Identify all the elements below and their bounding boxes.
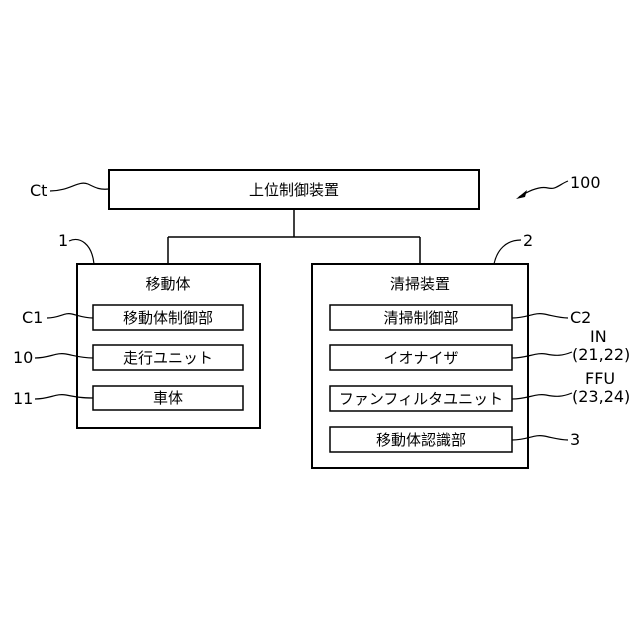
host-ref-label: Ct — [30, 181, 47, 200]
host-leader-line — [50, 183, 109, 191]
cleaning-controller-ref: C2 — [570, 308, 591, 327]
moving-body-recognition-unit: 移動体認識部 3 — [330, 427, 580, 452]
system-ref-label: 100 — [570, 173, 601, 192]
cleaning-device-ref-label: 2 — [523, 231, 533, 250]
moving-body-title: 移動体 — [145, 275, 190, 293]
host-controller: 上位制御装置 Ct — [30, 170, 479, 209]
moving-body-controller-label: 移動体制御部 — [123, 309, 213, 327]
host-controller-label: 上位制御装置 — [249, 181, 339, 199]
travel-unit-ref: 10 — [13, 348, 33, 367]
fan-filter-unit-label: ファンフィルタユニット — [339, 390, 503, 408]
fan-filter-unit-ref: FFU — [585, 369, 615, 388]
moving-body-controller-ref: C1 — [22, 308, 43, 327]
vehicle-body-ref: 11 — [13, 389, 33, 408]
moving-body-recognition-ref: 3 — [570, 430, 580, 449]
fan-filter-unit-ref-numbers: (23,24) — [572, 387, 630, 406]
cleaning-device-title: 清掃装置 — [390, 275, 450, 293]
moving-body-ref-label: 1 — [58, 231, 68, 250]
vehicle-body-label: 車体 — [153, 389, 183, 407]
ionizer-ref-numbers: (21,22) — [572, 345, 630, 364]
cleaning-device: 清掃装置 2 清掃制御部 C2 イオナイザ IN (21,22) ファンフィルタ… — [312, 231, 630, 468]
cleaning-controller-label: 清掃制御部 — [383, 309, 458, 327]
system-reference: 100 — [516, 173, 601, 199]
travel-unit: 走行ユニット 10 — [13, 345, 243, 370]
travel-unit-label: 走行ユニット — [123, 349, 213, 367]
moving-body-controller: 移動体制御部 C1 — [22, 305, 243, 330]
vehicle-body: 車体 11 — [13, 386, 243, 410]
moving-body: 移動体 1 移動体制御部 C1 走行ユニット 10 車体 11 — [13, 231, 260, 428]
moving-body-recognition-label: 移動体認識部 — [376, 431, 466, 449]
ionizer-label: イオナイザ — [383, 349, 458, 367]
connector-lines — [168, 209, 420, 264]
cleaning-controller: 清掃制御部 C2 — [330, 305, 591, 330]
ionizer-ref: IN — [590, 327, 607, 346]
